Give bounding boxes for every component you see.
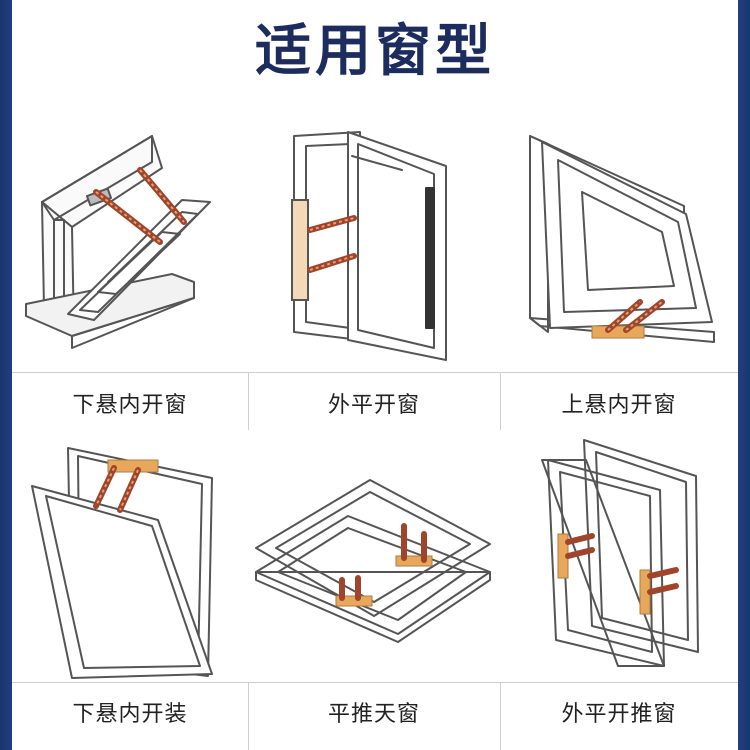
outward-parallel-push-window-icon [541,439,699,667]
window-card-4: 下悬内开装 [12,430,248,727]
grid-divider [12,372,738,373]
bottom-hung-inward-install-icon [31,447,213,679]
window-label: 外平开推窗 [561,702,677,727]
window-card-3: 上悬内开窗 [500,122,738,418]
window-label: 平推天窗 [327,702,420,727]
page-title: 适用窗型 [255,19,495,84]
bottom-hung-inward-window-icon [25,135,211,349]
window-card-6: 外平开推窗 [500,430,738,727]
parallel-push-skylight-icon [255,479,491,643]
window-label: 外平开窗 [327,393,420,418]
window-card-5: 平推天窗 [248,430,500,727]
outward-casement-window-icon [291,131,447,361]
window-card-2: 外平开窗 [248,122,500,418]
window-label: 下悬内开窗 [72,393,188,418]
window-label: 下悬内开装 [72,702,188,727]
top-hung-window-icon [529,135,715,343]
grid-divider [12,682,738,683]
window-card-1: 下悬内开窗 [12,122,248,418]
window-label: 上悬内开窗 [561,393,677,418]
